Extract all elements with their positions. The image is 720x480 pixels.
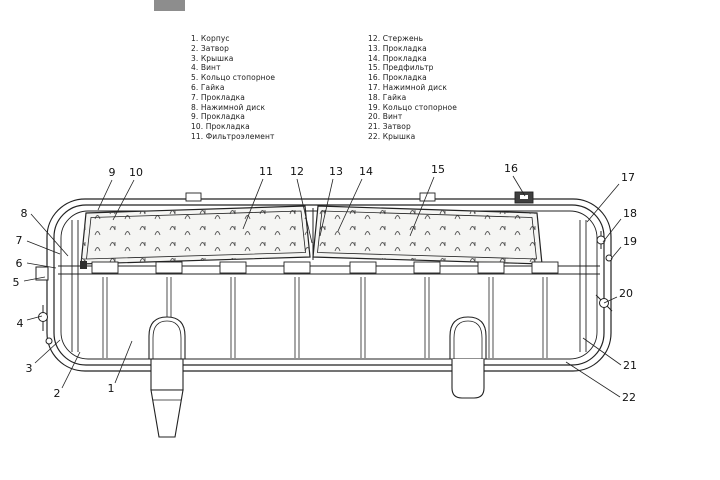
callout-14: 14 — [359, 165, 373, 178]
legend-item: 11. Фильтроэлемент — [191, 131, 275, 141]
callout-19: 19 — [623, 235, 637, 248]
scan-artifact-marker — [154, 0, 185, 11]
legend-right-column: 12. Стержень 13. Прокладка 14. Прокладка… — [368, 34, 457, 142]
callout-5: 5 — [13, 276, 20, 289]
callout-numbers: 1 2 3 4 5 6 7 8 9 10 11 12 13 14 15 16 1… — [13, 162, 638, 404]
callout-17: 17 — [621, 171, 635, 184]
callout-10: 10 — [129, 166, 143, 179]
lid-vent-left — [185, 192, 202, 202]
prefilter-panel-right — [312, 205, 543, 265]
callout-9: 9 — [109, 166, 116, 179]
callout-2: 2 — [54, 387, 61, 400]
joint-band — [58, 265, 600, 275]
internal-tube-right — [449, 316, 487, 360]
legend-left-column: 1. Корпус 2. Затвор 3. Крышка 4. Винт 5.… — [191, 34, 275, 142]
callout-16: 16 — [504, 162, 518, 175]
legend-item: 2. Затвор — [191, 43, 229, 53]
lid-vent-right — [419, 192, 436, 202]
callout-22: 22 — [622, 391, 636, 404]
legend-item: 14. Прокладка — [368, 53, 427, 63]
lid-fittings — [80, 191, 534, 269]
callout-4: 4 — [17, 317, 24, 330]
legend-item: 16. Прокладка — [368, 73, 427, 83]
callout-13: 13 — [329, 165, 343, 178]
latch-tabs — [91, 261, 559, 274]
bottom-stub-right — [451, 359, 485, 399]
leader-lines — [23, 175, 622, 398]
legend-item: 3. Крышка — [191, 53, 234, 63]
legend-item: 1. Корпус — [191, 34, 230, 43]
legend-item: 15. Предфильтр — [368, 63, 434, 73]
legend-item: 9. Прокладка — [191, 112, 245, 122]
legend-item: 5. Кольцо стопорное — [191, 73, 276, 83]
right-clamp-hardware — [595, 231, 613, 312]
legend-item: 18. Гайка — [368, 92, 407, 102]
legend-item: 19. Кольцо стопорное — [368, 102, 457, 112]
callout-11: 11 — [259, 165, 273, 178]
filter-element-panel-left — [80, 205, 311, 265]
callout-12: 12 — [290, 165, 304, 178]
legend-item: 4. Винт — [191, 63, 221, 73]
legend-item: 12. Стержень — [368, 34, 424, 43]
legend-item: 22. Крышка — [368, 131, 416, 141]
band-lock-dark — [80, 261, 87, 269]
bottom-outlet-funnel — [150, 358, 184, 438]
callout-8: 8 — [21, 207, 28, 220]
legend-item: 20. Винт — [368, 112, 403, 122]
callout-1: 1 — [108, 382, 115, 395]
legend-item: 21. Затвор — [368, 122, 411, 132]
callout-20: 20 — [619, 287, 633, 300]
legend-item: 6. Гайка — [191, 82, 225, 92]
callout-15: 15 — [431, 163, 445, 176]
legend-item: 13. Прокладка — [368, 43, 427, 53]
callout-18: 18 — [623, 207, 637, 220]
legend-item: 8. Нажимной диск — [191, 102, 266, 112]
callout-6: 6 — [16, 257, 23, 270]
legend-item: 10. Прокладка — [191, 122, 250, 132]
legend-item: 17. Нажимной диск — [368, 82, 447, 92]
internal-tube-left — [148, 316, 186, 360]
callout-7: 7 — [16, 234, 23, 247]
callout-21: 21 — [623, 359, 637, 372]
legend-item: 7. Прокладка — [191, 92, 245, 102]
callout-3: 3 — [26, 362, 33, 375]
